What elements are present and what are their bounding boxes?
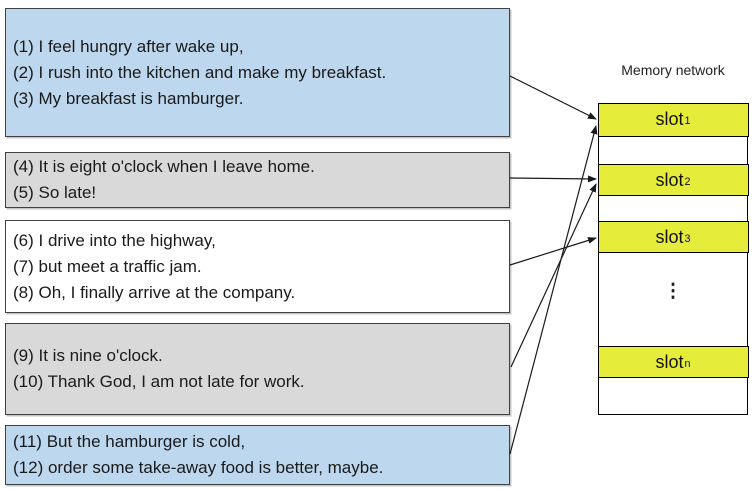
sentence-2: (2) I rush into the kitchen and make my … (13, 62, 387, 82)
slot-2-subscript: 2 (684, 175, 691, 188)
slot-2-label: slot (655, 169, 684, 190)
sentence-5: (5) So late! (13, 183, 97, 202)
sentence-3: (3) My breakfast is hamburger. (13, 88, 244, 108)
arrow-sentences-11-12-to-slot1 (509, 125, 598, 455)
story-box-sentences-4-5: (4) It is eight o'clock when I leave hom… (5, 152, 510, 208)
slots-ellipsis: ⋮ (663, 281, 683, 302)
sentence-4: (4) It is eight o'clock when I leave hom… (13, 157, 315, 176)
arrow-sentences-1-3-to-slot1 (509, 75, 597, 120)
story-box-sentences-11-12: (11) But the hamburger is cold, (12) ord… (5, 425, 510, 485)
sentence-10: (10) Thank God, I am not late for work. (13, 372, 305, 391)
slot-n-subscript: n (684, 357, 691, 370)
sentence-6: (6) I drive into the highway, (13, 230, 216, 250)
sentence-7: (7) but meet a traffic jam. (13, 256, 202, 276)
arrow-sentences-9-10-to-slot2 (510, 183, 597, 368)
sentence-12: (12) order some take-away food is better… (13, 458, 384, 477)
slot-1-subscript: 1 (684, 115, 691, 128)
sentence-8: (8) Oh, I finally arrive at the company. (13, 282, 296, 302)
story-box-sentences-6-8: (6) I drive into the highway, (7) but me… (5, 220, 510, 313)
arrow-sentences-4-5-to-slot2 (509, 175, 597, 183)
slot-n-label: slot (655, 351, 684, 372)
memory-network-title: Memory network (621, 62, 725, 78)
sentence-1: (1) I feel hungry after wake up, (13, 36, 244, 56)
sentence-9: (9) It is nine o'clock. (13, 346, 163, 365)
slot-3-subscript: 3 (684, 232, 691, 245)
arrow-sentences-6-8-to-slot3 (509, 237, 597, 266)
slot-3-label: slot (655, 226, 684, 247)
slot-1-label: slot (655, 109, 684, 129)
story-box-sentences-9-10: (9) It is nine o'clock. (10) Thank God, … (5, 323, 510, 415)
story-box-sentences-1-3: (1) I feel hungry after wake up, (2) I r… (5, 8, 510, 137)
sentence-11: (11) But the hamburger is cold, (13, 432, 246, 451)
